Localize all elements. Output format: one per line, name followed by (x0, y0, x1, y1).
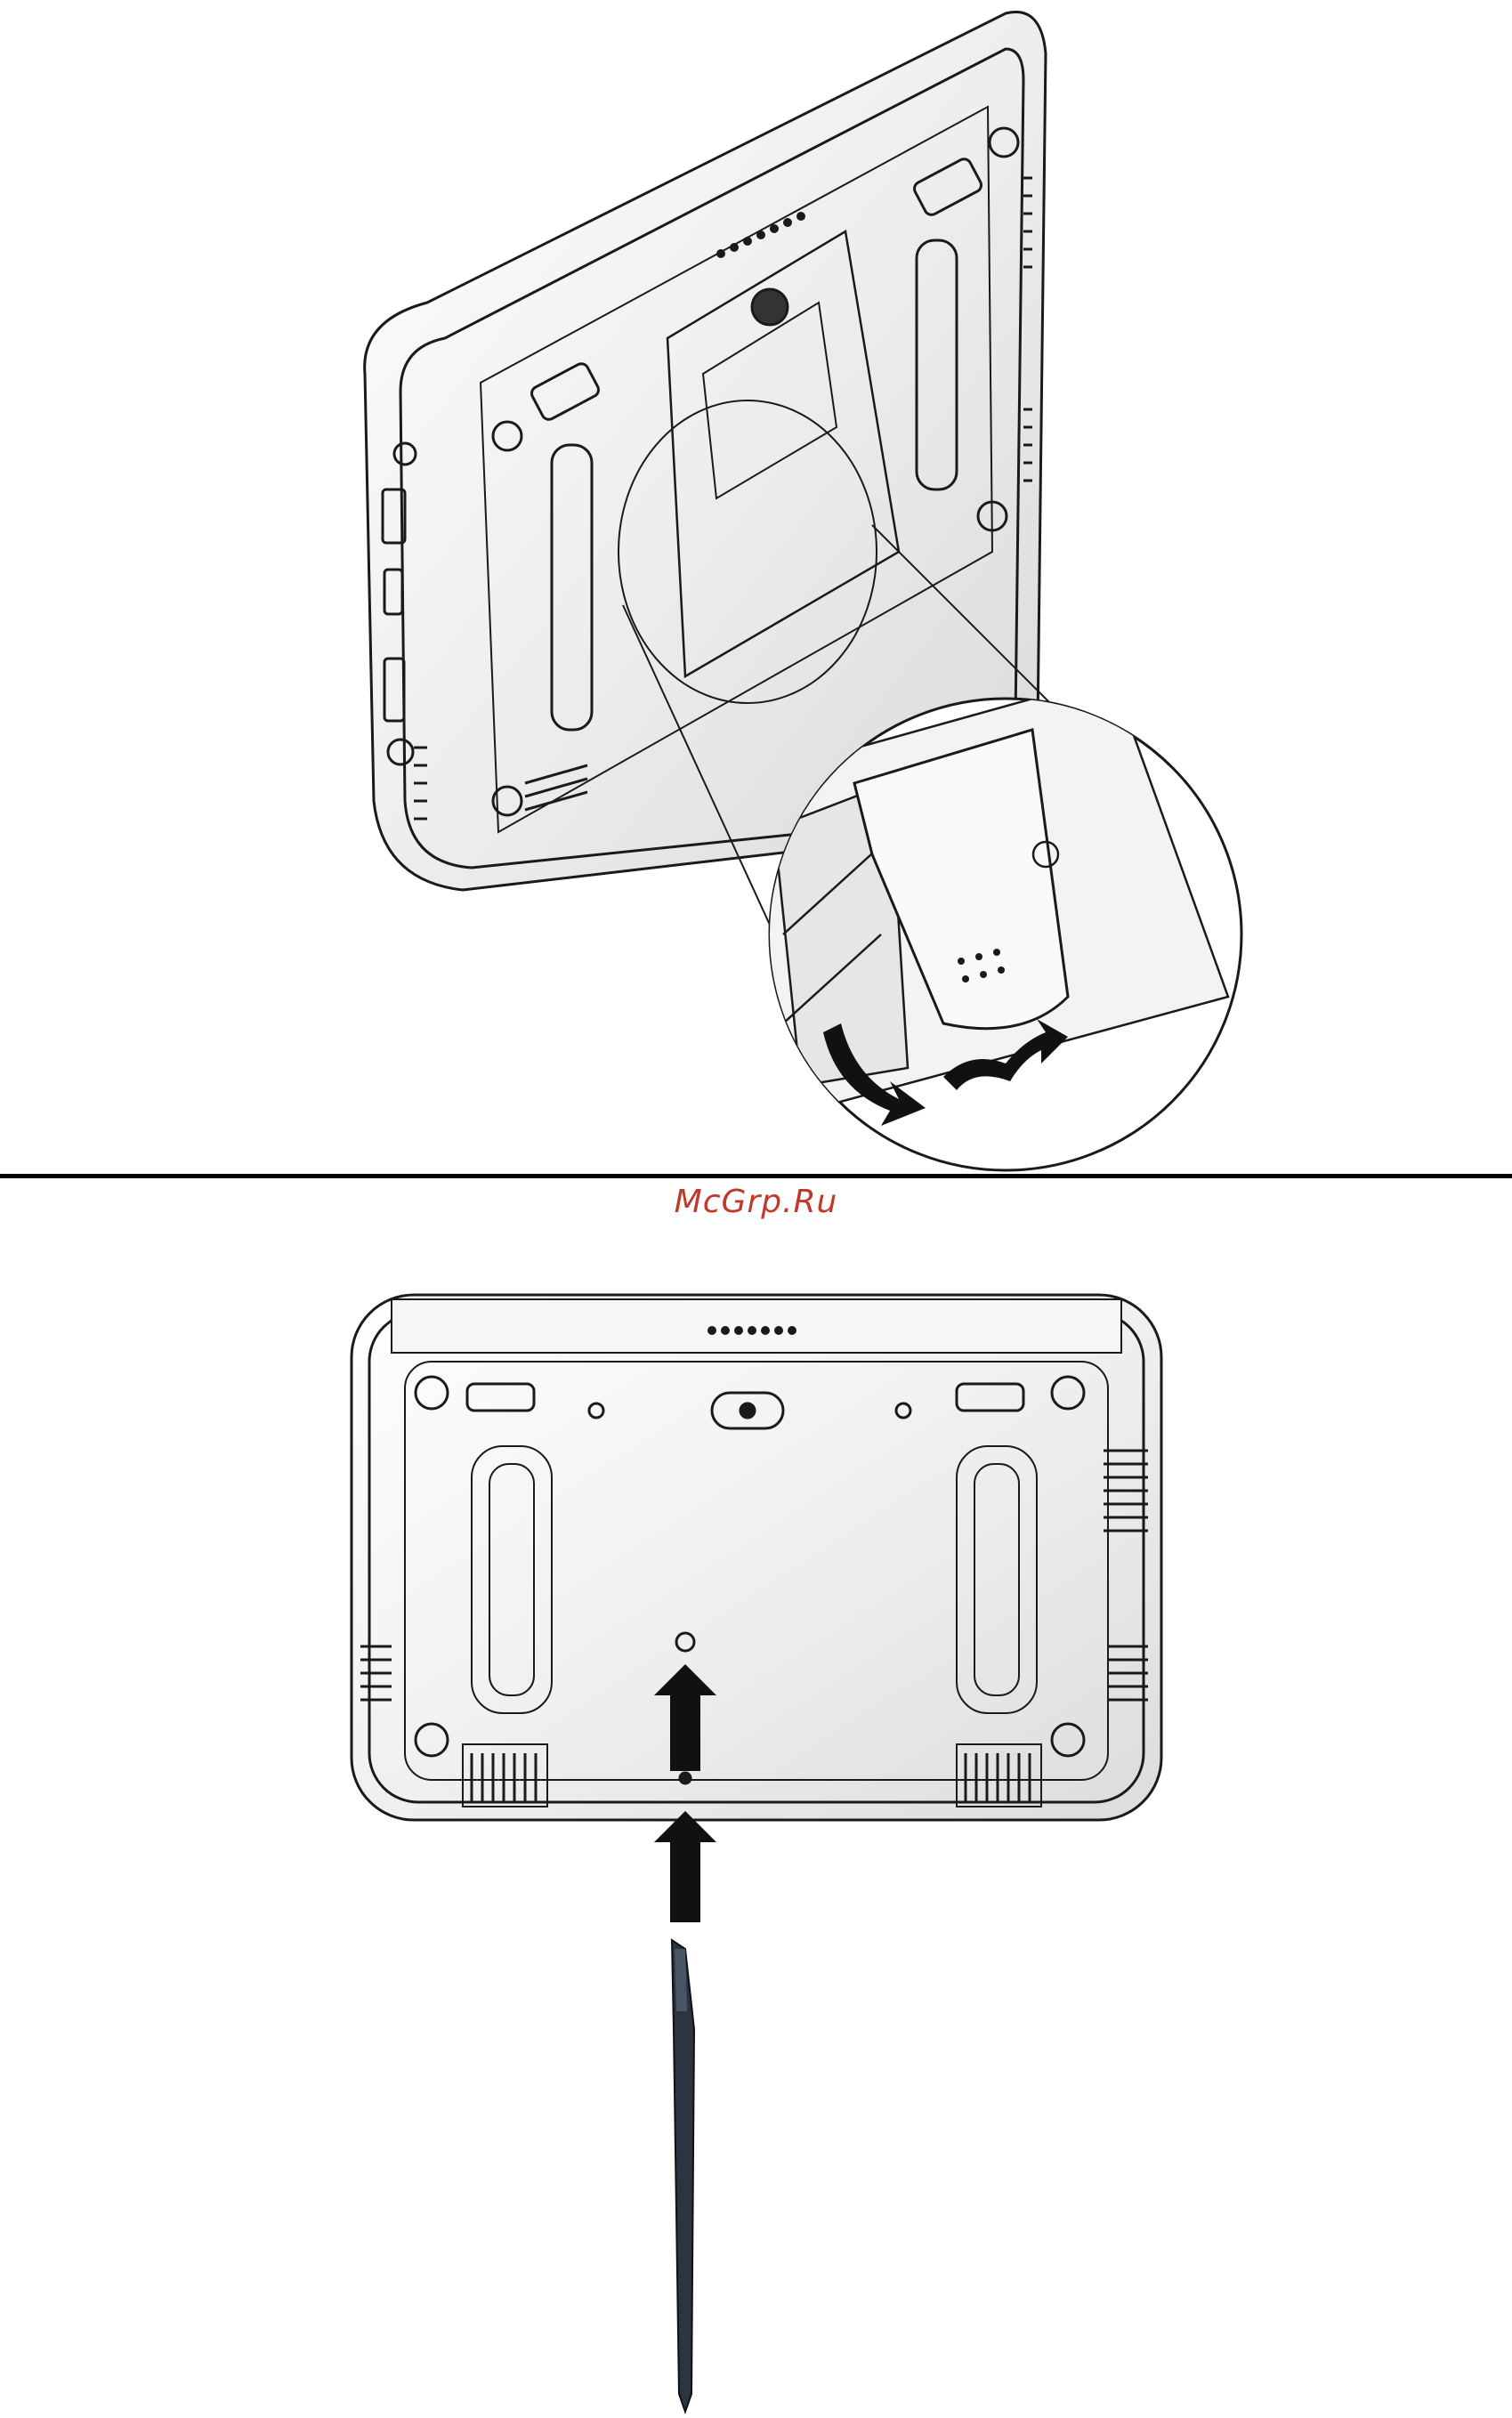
tablet-rear-kickstand-figure (0, 0, 1512, 1175)
stylus-icon (672, 1940, 694, 2412)
section-divider (0, 1174, 1512, 1178)
watermark-text: McGrp.Ru (0, 1184, 1512, 1220)
tablet-rear-icon (352, 1295, 1161, 1820)
tablet-rear-reset-figure (0, 1246, 1512, 2418)
